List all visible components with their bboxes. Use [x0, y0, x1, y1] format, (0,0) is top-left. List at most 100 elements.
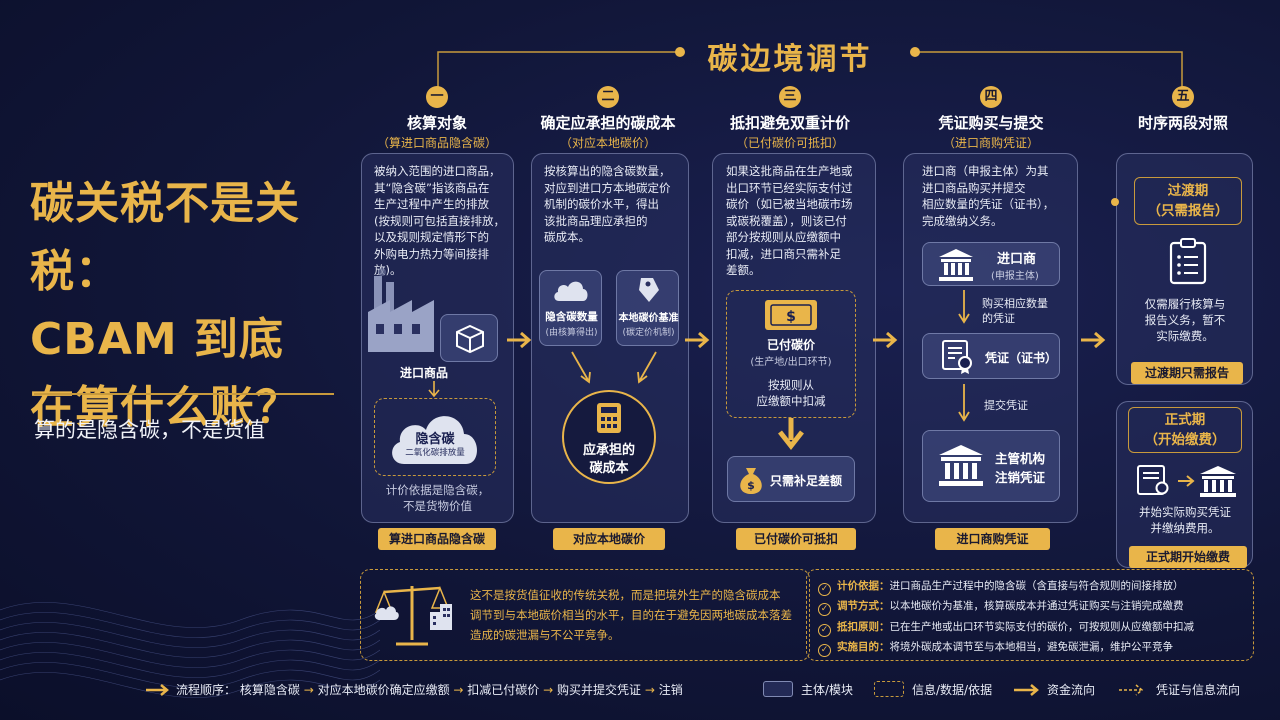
cert-to-authority-icons: [1137, 465, 1236, 497]
formal-text: 并始实际购买凭证并缴纳费用。: [1139, 505, 1231, 535]
cost-circle-label: 应承担的碳成本: [582, 443, 635, 476]
pay-difference-label: 只需补足差额: [770, 474, 843, 488]
step-number: 二: [597, 86, 619, 108]
authority-box: 主管机构注销凭证: [922, 430, 1060, 502]
goods-box: [440, 314, 498, 362]
cube-icon: [456, 324, 484, 354]
money-bag-icon: $: [740, 468, 762, 494]
panel2-text: 按核算出的隐含碳数量，对应到进口方本地碳定价机制的碳价水平，得出 该批商品理应承…: [544, 164, 671, 244]
ticket-icon: $: [765, 300, 817, 330]
arrow-icon: →: [303, 683, 318, 697]
summary-text: 这不是按货值征收的传统关税，而是把境外生产的隐含碳成本调节到与本地碳价相当的水平…: [470, 588, 792, 642]
panel1-note: 计价依据是隐含碳，不是货物价值: [385, 483, 490, 513]
bank-icon: [939, 445, 983, 486]
key-point-row: ✓计价依据：进口商品生产过程中的隐含碳（含直接与符合规则的间接排放）: [818, 578, 1184, 596]
importer-sub: (申报主体): [991, 271, 1039, 282]
title-divider: [34, 393, 334, 395]
step-number: 五: [1172, 86, 1194, 108]
local-price-sub: (碳定价机制): [622, 328, 675, 338]
authority-label: 主管机构注销凭证: [995, 451, 1046, 485]
step-title: 时序两段对照: [1137, 114, 1228, 132]
step-title: 抵扣避免双重计价: [729, 114, 850, 132]
svg-text:$: $: [747, 479, 755, 492]
step-header-2: 二 确定应承担的碳成本 （对应本地碳价）: [523, 86, 693, 152]
certificate-box: 凭证（证书）: [922, 333, 1060, 379]
step-header-5: 五 时序两段对照: [1098, 86, 1268, 134]
arrow-right-icon: [1081, 331, 1106, 349]
step-subtitle: （已付碳价可抵扣）: [735, 136, 844, 150]
bracket-title: 碳边境调节: [707, 42, 873, 77]
arrow-right-icon: [507, 331, 532, 349]
step-subtitle: （进口商购凭证）: [942, 136, 1039, 150]
cert-flow-arrow-icon: [1119, 684, 1144, 696]
flow-legend: 流程顺序： 核算隐含碳 → 对应本地碳价确定应缴额 → 扣减已付碳价 → 购买并…: [176, 683, 683, 697]
transition-text: 仅需履行核算与报告义务，暂不实际缴费。: [1144, 297, 1226, 343]
step-title: 核算对象: [406, 114, 467, 132]
arrow-down-icon: [428, 381, 440, 398]
panel4-text: 进口商（申报主体）为其进口商品购买并提交相应数量的凭证（证书）， 完成缴纳义务。: [922, 164, 1055, 228]
legend-cert-flow-label: 凭证与信息流向: [1156, 683, 1241, 697]
check-icon: ✓: [818, 624, 831, 637]
summary-box: [360, 569, 810, 661]
pay-difference-box: $ 只需补足差额: [727, 456, 855, 502]
factory-icon: [368, 268, 434, 352]
dot-marker: [1111, 198, 1119, 206]
arrow-icon: →: [543, 683, 557, 697]
panel3-text: 如果这批商品在生产地或出口环节已经实际支付过碳价（如已被当地碳市场 或碳税覆盖）…: [726, 164, 853, 277]
step-subtitle: （对应本地碳价）: [559, 136, 656, 150]
panel1-text: 被纳入范围的进口商品，其“隐含碳”指该商品在生产过程中产生的排放 (按规则可包括…: [374, 164, 505, 277]
key-point-row: ✓实施目的：将境外碳成本调节至与本地相当，避免碳泄漏，维护公平竞争: [818, 639, 1173, 657]
buy-label: 购买相应数量的凭证: [982, 297, 1048, 325]
arrow-icon: →: [453, 683, 468, 697]
bracket-lines: [437, 47, 1183, 92]
arrow-down-icon: [958, 290, 970, 324]
price-tag-icon: [639, 278, 659, 302]
importer-box: 进口商 (申报主体): [922, 242, 1060, 286]
check-icon: ✓: [818, 583, 831, 596]
tag-step1: 算进口商品隐含碳: [378, 528, 496, 550]
importer-title: 进口商: [997, 252, 1037, 267]
cloud-icon: [554, 281, 588, 301]
tag-transition: 过渡期只需报告: [1131, 362, 1243, 384]
scale-icon: [374, 585, 452, 646]
step-number: 四: [980, 86, 1002, 108]
step-number: 三: [779, 86, 801, 108]
subtitle: 算的是隐含碳，不是货值: [34, 418, 265, 442]
certificate-icon: [942, 340, 972, 374]
step-title: 确定应承担的碳成本: [540, 114, 676, 132]
main-title-line2: CBAM 到底: [30, 314, 284, 365]
legend-money-label: 资金流向: [1047, 683, 1096, 697]
local-price-title: 本地碳价基准: [618, 313, 679, 324]
paid-carbon-title: 已付碳价: [766, 338, 815, 352]
tag-formal: 正式期开始缴费: [1129, 546, 1247, 568]
paid-carbon-sub: (生产地/出口环节): [750, 357, 832, 368]
formal-title: 正式期（开始缴费）: [1128, 407, 1242, 453]
svg-text:$: $: [786, 309, 796, 325]
cloud-subtitle: 二氧化碳排放量: [405, 448, 465, 458]
legend-info-label: 信息/数据/依据: [912, 683, 993, 697]
submit-label: 提交凭证: [984, 399, 1028, 412]
certificate-label: 凭证（证书）: [985, 351, 1058, 365]
tag-step3: 已付碳价可抵扣: [736, 528, 856, 550]
tag-step2: 对应本地碳价: [553, 528, 665, 550]
check-icon: ✓: [818, 603, 831, 616]
money-arrow-icon: [1014, 684, 1039, 696]
arrow-right-icon: [685, 331, 710, 349]
tag-step4: 进口商购凭证: [935, 528, 1050, 550]
legend-entity-label: 主体/模块: [801, 683, 854, 697]
step-header-4: 四 凭证购买与提交 （进口商购凭证）: [906, 86, 1076, 152]
arrow-icon: →: [644, 683, 659, 697]
main-title: 碳关税不是关税： CBAM 到底 在算什么账？: [30, 170, 360, 442]
arrow-down-icon: [958, 384, 970, 422]
wave-decoration: [0, 602, 380, 698]
legend-info-swatch: [874, 681, 904, 697]
arrow-down-icon: [778, 418, 804, 451]
cloud-icon: [392, 416, 478, 464]
legend-entity-swatch: [763, 681, 793, 697]
local-price-box: 本地碳价基准 (碳定价机制): [616, 270, 679, 346]
main-title-line3: 在算什么账？: [30, 382, 300, 433]
carbon-quantity-box: 隐含碳数量 (由核算得出): [539, 270, 602, 346]
panel-transition-period: [1116, 153, 1253, 385]
step-header-1: 一 核算对象 （算进口商品隐含碳）: [352, 86, 522, 152]
cloud-title: 隐含碳: [415, 432, 455, 447]
